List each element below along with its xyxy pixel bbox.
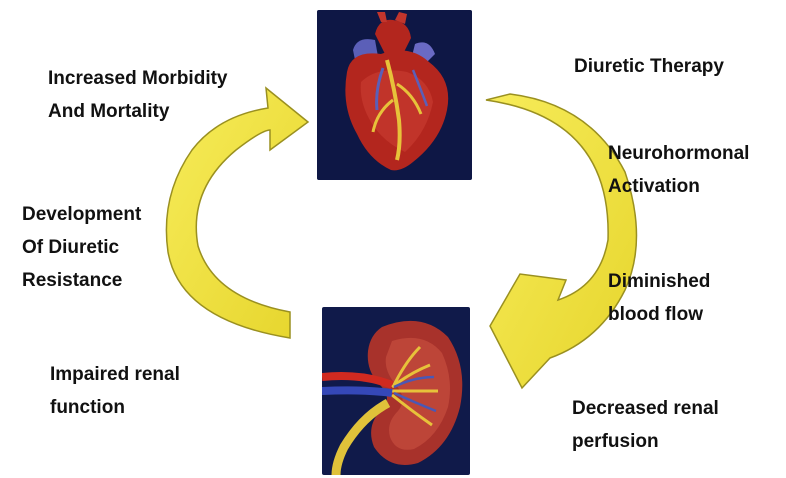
label-development-of-resistance: Development Of Diuretic Resistance [22, 198, 141, 297]
label-impaired-renal-function: Impaired renal function [50, 358, 180, 424]
label-decreased-renal-perfusion: Decreased renal perfusion [572, 392, 719, 458]
heart-icon [317, 10, 472, 180]
label-diuretic-therapy: Diuretic Therapy [574, 50, 724, 83]
label-increased-morbidity: Increased Morbidity And Mortality [48, 62, 228, 128]
kidney-panel [322, 307, 470, 475]
heart-panel [317, 10, 472, 180]
kidney-icon [322, 307, 470, 475]
label-neurohormonal-activation: Neurohormonal Activation [608, 137, 749, 203]
label-diminished-blood-flow: Diminished blood flow [608, 265, 710, 331]
